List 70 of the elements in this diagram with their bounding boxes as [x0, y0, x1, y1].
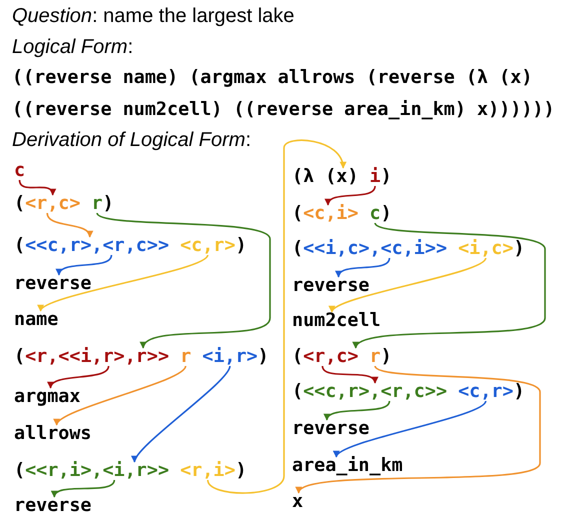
- type-signature: <<c,r>,<r,c>>: [303, 381, 448, 402]
- predicate-name: area_in_km: [292, 455, 403, 476]
- parenthesis: ): [235, 460, 247, 481]
- question-text: Question: name the largest lake: [12, 4, 294, 28]
- arrow: [207, 140, 346, 494]
- type-signature: <r,c>: [25, 193, 80, 214]
- predicate-name: reverse: [14, 273, 92, 294]
- type-signature: <<i,c>,<c,i>>: [303, 238, 448, 259]
- heading: Derivation of Logical Form:: [12, 128, 251, 152]
- parenthesis: (: [292, 203, 304, 224]
- arrow: [133, 366, 231, 463]
- type-signature: i: [370, 166, 381, 187]
- arrow: [57, 254, 112, 276]
- type-signature: <<r,i>,<i,r>>: [25, 460, 170, 481]
- predicate-name: num2cell: [292, 310, 381, 331]
- arrow: [336, 400, 486, 458]
- arrow: [40, 254, 208, 312]
- heading: Logical Form:: [12, 35, 134, 59]
- arrow: [56, 366, 186, 426]
- arrow: [331, 258, 486, 313]
- arrow: [49, 366, 110, 389]
- type-signature: r: [370, 346, 381, 367]
- arrow: [326, 186, 376, 206]
- arrow: [355, 222, 546, 349]
- type-signature: <i,r>: [202, 346, 258, 367]
- variable-name: x: [292, 491, 304, 512]
- predicate-name: reverse: [14, 495, 92, 516]
- type-signature: <i,c>: [458, 238, 514, 259]
- arrow: [322, 366, 377, 384]
- predicate-name: allrows: [14, 423, 92, 444]
- parenthesis: ): [380, 203, 392, 224]
- parenthesis: ): [380, 166, 392, 187]
- parenthesis: (: [292, 381, 304, 402]
- logical-form-line: ((reverse num2cell) ((reverse area_in_km) x)))))): [12, 99, 555, 121]
- predicate-name: argmax: [14, 386, 80, 407]
- predicate-name: reverse: [292, 418, 370, 439]
- parenthesis: ): [102, 193, 114, 214]
- type-signature: <c,r>: [458, 381, 514, 402]
- type-signature: <r,c>: [303, 346, 358, 367]
- arrow: [298, 365, 541, 494]
- type-signature: <r,<<i,r>,r>>: [25, 346, 170, 367]
- parenthesis: (: [14, 235, 26, 256]
- type-signature: <<c,r>,<r,c>>: [25, 235, 170, 256]
- parenthesis: ): [380, 346, 392, 367]
- type-signature: c: [14, 160, 26, 181]
- arrow: [53, 480, 116, 498]
- type-signature: c: [370, 203, 381, 224]
- logical-form-line: ((reverse name) (argmax allrows (reverse (λ (x): [12, 67, 532, 89]
- predicate-name: name: [14, 309, 58, 330]
- arrow: [336, 258, 390, 278]
- parenthesis: (: [292, 238, 304, 259]
- parenthesis: ): [235, 235, 247, 256]
- type-signature: r: [92, 193, 103, 214]
- parenthesis: (: [14, 346, 26, 367]
- lambda-expression: (λ (x): [292, 166, 358, 187]
- arrow: [46, 212, 92, 238]
- arrow: [18, 180, 55, 196]
- type-signature: r: [180, 346, 192, 367]
- arrow: [326, 400, 390, 421]
- parenthesis: (: [14, 460, 26, 481]
- parenthesis: ): [258, 346, 269, 367]
- parenthesis: (: [14, 193, 26, 214]
- type-signature: <c,i>: [303, 203, 358, 224]
- type-signature: <c,r>: [180, 235, 236, 256]
- type-signature: <r,i>: [180, 460, 236, 481]
- arrow: [96, 212, 271, 349]
- parenthesis: (: [292, 346, 304, 367]
- predicate-name: reverse: [292, 275, 370, 296]
- parenthesis: ): [513, 238, 525, 259]
- parenthesis: ): [513, 381, 525, 402]
